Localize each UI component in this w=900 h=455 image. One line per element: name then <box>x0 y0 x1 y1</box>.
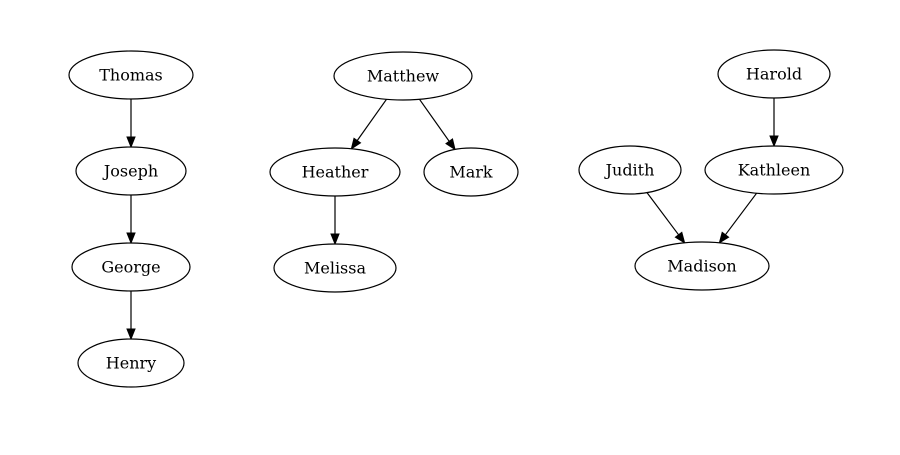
node-label: Henry <box>106 354 156 373</box>
node-label: Harold <box>746 65 802 84</box>
edge-george-to-henry <box>126 291 136 341</box>
node-thomas: Thomas <box>68 50 194 100</box>
node-ellipse <box>77 338 185 388</box>
edge-joseph-to-george <box>126 195 136 245</box>
node-heather: Heather <box>269 147 401 197</box>
node-henry: Henry <box>77 338 185 388</box>
arrowhead <box>126 232 136 245</box>
edge-judith-to-madison <box>646 192 686 244</box>
edge-line <box>356 98 387 141</box>
arrowhead <box>718 231 730 244</box>
node-label: Joseph <box>102 162 158 181</box>
node-label: Melissa <box>304 259 367 278</box>
node-label: Heather <box>302 163 369 182</box>
node-ellipse <box>717 49 831 99</box>
node-label: Kathleen <box>738 161 811 180</box>
node-ellipse <box>423 147 519 197</box>
edge-matthew-to-heather <box>350 98 387 150</box>
edges-layer <box>126 98 779 341</box>
node-melissa: Melissa <box>273 243 397 293</box>
arrowhead <box>126 328 136 341</box>
node-ellipse <box>68 50 194 100</box>
edge-thomas-to-joseph <box>126 99 136 149</box>
node-ellipse <box>71 242 191 292</box>
node-label: George <box>101 258 160 277</box>
node-kathleen: Kathleen <box>704 145 844 195</box>
edge-harold-to-kathleen <box>769 98 779 148</box>
node-ellipse <box>704 145 844 195</box>
node-matthew: Matthew <box>333 51 473 101</box>
node-harold: Harold <box>717 49 831 99</box>
edge-line <box>724 192 758 236</box>
node-label: Thomas <box>99 66 163 85</box>
node-ellipse <box>578 145 682 195</box>
node-label: Mark <box>449 163 493 182</box>
node-judith: Judith <box>578 145 682 195</box>
node-ellipse <box>273 243 397 293</box>
arrowhead <box>330 233 340 246</box>
arrowhead <box>126 136 136 149</box>
arrowhead <box>674 231 686 244</box>
edge-matthew-to-mark <box>419 98 456 151</box>
node-label: Madison <box>667 257 736 276</box>
node-ellipse <box>75 146 187 196</box>
arrowhead <box>769 135 779 148</box>
node-george: George <box>71 242 191 292</box>
node-joseph: Joseph <box>75 146 187 196</box>
node-ellipse <box>333 51 473 101</box>
edge-heather-to-melissa <box>330 196 340 246</box>
edge-line <box>419 98 450 142</box>
edge-kathleen-to-madison <box>718 192 758 244</box>
node-mark: Mark <box>423 147 519 197</box>
node-ellipse <box>634 241 770 291</box>
node-madison: Madison <box>634 241 770 291</box>
arrowhead <box>350 137 362 150</box>
node-ellipse <box>269 147 401 197</box>
node-label: Matthew <box>367 67 440 86</box>
node-label: Judith <box>604 161 655 180</box>
edge-line <box>646 192 680 236</box>
arrowhead <box>445 138 456 151</box>
